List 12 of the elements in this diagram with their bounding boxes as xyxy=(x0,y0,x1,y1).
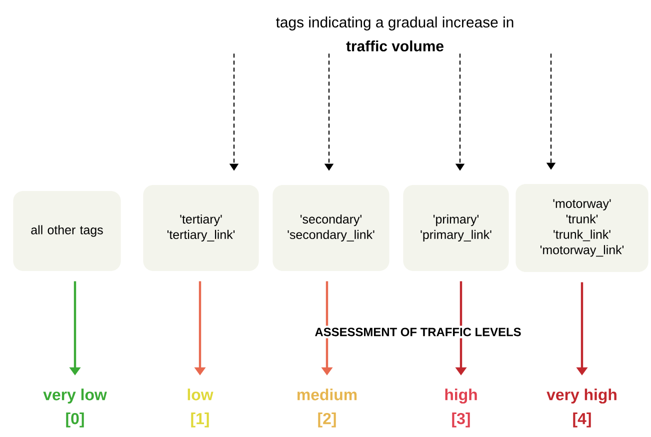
heading-text: tags indicating a gradual increase in traffic volume xyxy=(276,16,514,52)
level-label: medium [2] xyxy=(298,388,357,428)
tag-box: all other tags xyxy=(13,191,121,271)
section-label: ASSESSMENT OF TRAFFIC LEVELS xyxy=(312,326,524,338)
tag-box: 'secondary' 'secondary_link' xyxy=(272,185,390,271)
tag-box: 'motorway' 'trunk' 'trunk_link' 'motorway_link' xyxy=(516,184,648,272)
level-label: low [1] xyxy=(188,388,214,428)
level-label: high [3] xyxy=(445,388,477,428)
tag-box: 'tertiary' 'tertiary_link' xyxy=(143,185,259,271)
level-label: very low [0] xyxy=(43,388,107,428)
tag-box: 'primary' 'primary_link' xyxy=(403,185,509,271)
level-label: very high [4] xyxy=(546,388,616,428)
